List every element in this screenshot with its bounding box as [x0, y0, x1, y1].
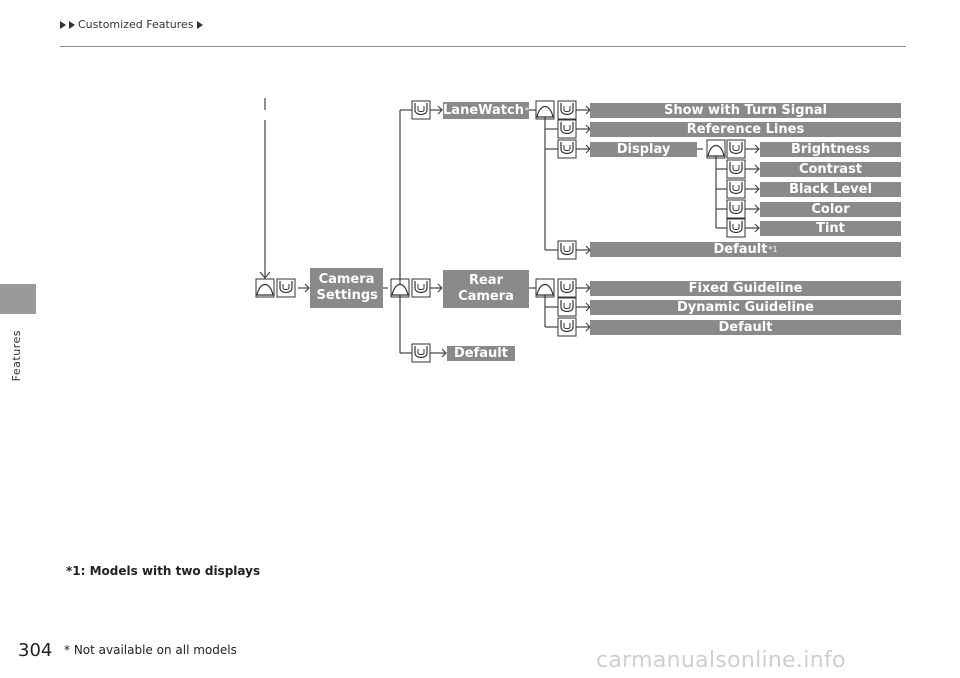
option-tint: Tint — [760, 221, 901, 236]
default-box: Default — [447, 346, 515, 361]
select-knob-icon — [726, 218, 746, 238]
option-black-level: Black Level — [760, 182, 901, 197]
option-label: Show with Turn Signal — [663, 102, 828, 118]
select-knob-icon — [557, 100, 577, 120]
select-knob-icon — [557, 240, 577, 260]
select-knob-icon — [411, 278, 431, 298]
select-knob-icon — [411, 100, 431, 120]
option-reference-lines: Reference Lines — [590, 122, 901, 137]
lanewatch-mark: * — [524, 105, 529, 115]
lanewatch-box: LaneWatch* — [443, 102, 529, 119]
rear-camera-box: Rear Camera — [443, 270, 529, 308]
breadcrumb-arrow-icon — [60, 20, 66, 29]
select-knob-icon — [557, 317, 577, 337]
select-knob-icon — [557, 139, 577, 159]
option-label: Contrast — [798, 161, 863, 177]
option-brightness: Brightness — [760, 142, 901, 157]
availability-note: * Not available on all models — [64, 643, 237, 657]
select-knob-icon — [726, 199, 746, 219]
option-label: Reference Lines — [686, 121, 805, 137]
select-knob-icon — [726, 159, 746, 179]
breadcrumb-text: Customized Features — [78, 18, 194, 31]
select-knob-icon — [726, 139, 746, 159]
option-label: Dynamic Guideline — [676, 299, 814, 315]
option-label: Fixed Guideline — [688, 280, 803, 296]
option-show-with-turn-signal: Show with Turn Signal — [590, 103, 901, 118]
option-rear-camera-default: Default — [590, 320, 901, 335]
select-knob-icon — [557, 297, 577, 317]
option-label: Tint — [816, 220, 845, 236]
default-label: Default — [454, 345, 508, 361]
camera-settings-box: Camera Settings — [310, 268, 383, 308]
select-knob-icon — [557, 278, 577, 298]
select-knob-icon — [411, 343, 431, 363]
header-divider — [60, 46, 906, 47]
section-tab — [0, 284, 36, 314]
default-mark: *1 — [768, 244, 778, 254]
option-contrast: Contrast — [760, 162, 901, 177]
menu-knob-icon — [255, 278, 275, 298]
footnote: *1: Models with two displays — [66, 564, 261, 578]
option-display: Display — [590, 142, 697, 157]
option-color: Color — [760, 202, 901, 217]
option-label: Default — [713, 241, 768, 257]
rear-camera-label: Rear Camera — [458, 273, 514, 304]
breadcrumb: Customized Features — [60, 18, 203, 31]
watermark: carmanualsonline.info — [596, 648, 846, 673]
breadcrumb-arrow-icon — [69, 20, 75, 29]
camera-settings-label: Camera Settings — [316, 272, 378, 303]
option-label: Black Level — [789, 181, 872, 197]
breadcrumb-arrow-icon — [196, 20, 203, 29]
option-fixed-guideline: Fixed Guideline — [590, 281, 901, 296]
lanewatch-label: LaneWatch — [443, 102, 524, 118]
option-label: Display — [616, 141, 671, 157]
menu-knob-icon — [535, 278, 555, 298]
select-knob-icon — [726, 179, 746, 199]
option-dynamic-guideline: Dynamic Guideline — [590, 300, 901, 315]
option-lanewatch-default: Default*1 — [590, 242, 901, 257]
option-label: Color — [811, 201, 850, 217]
page-number: 304 — [18, 640, 53, 661]
menu-knob-icon — [706, 139, 726, 159]
option-label: Default — [718, 319, 773, 335]
menu-knob-icon — [535, 100, 555, 120]
option-label: Brightness — [790, 141, 871, 157]
select-knob-icon — [276, 278, 296, 298]
select-knob-icon — [557, 119, 577, 139]
connector-lines — [259, 98, 760, 358]
